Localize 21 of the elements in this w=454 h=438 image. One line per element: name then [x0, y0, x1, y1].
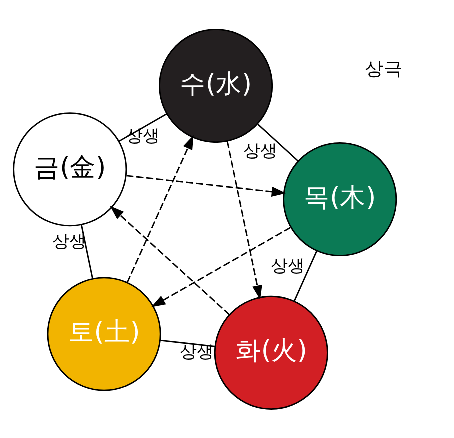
- node-circle: 목(木): [283, 142, 398, 256]
- node-circle: 금(金): [13, 112, 128, 226]
- connector: [160, 339, 216, 347]
- arrow: [226, 140, 262, 300]
- arrow: [126, 174, 286, 196]
- connector: [80, 224, 94, 279]
- edge-label: 상생: [243, 140, 278, 161]
- node-circle: 수(水): [159, 28, 274, 143]
- node-circle: 토(土): [47, 276, 162, 391]
- arrow: [126, 134, 194, 283]
- arrow: [110, 206, 230, 316]
- label: 상극: [364, 58, 403, 80]
- arrow: [151, 226, 292, 307]
- edge-label: 상생: [270, 256, 305, 276]
- node-circle: 화(火): [214, 295, 328, 410]
- edge-label: 상생: [180, 342, 214, 362]
- edge-label: 상생: [126, 126, 160, 146]
- edge-label: 상생: [52, 232, 86, 252]
- connector: [258, 123, 299, 162]
- connector: [294, 250, 318, 302]
- connector: [118, 113, 168, 142]
